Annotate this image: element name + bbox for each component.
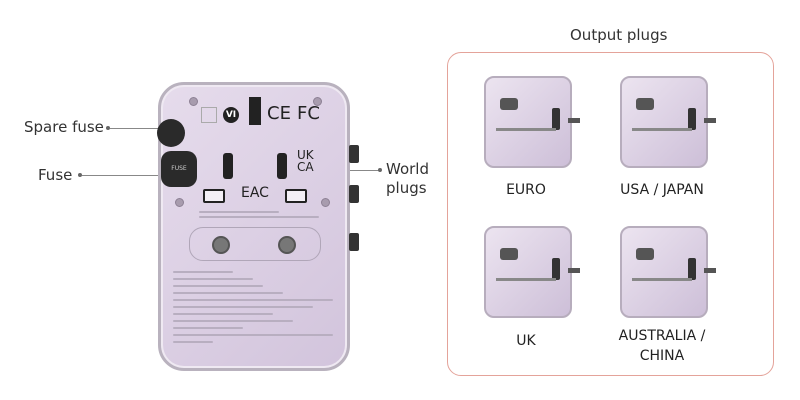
socket-hole — [278, 236, 296, 254]
output-plugs-panel — [447, 52, 774, 376]
plug-image-uk — [484, 226, 580, 318]
fcc-mark: FC — [297, 103, 320, 124]
spare-fuse-icon — [157, 119, 185, 147]
usb-a-port — [285, 189, 307, 203]
screw — [189, 97, 198, 106]
screw — [313, 97, 322, 106]
ukca-mark-top: UK — [297, 148, 314, 162]
plug-pin — [223, 153, 233, 179]
travel-adapter-back: VI CE FC FUSE UK CA EAC — [157, 82, 359, 371]
world-plugs-label: World plugs — [386, 160, 429, 197]
socket-hole — [212, 236, 230, 254]
manufacturer-text — [199, 216, 319, 218]
manufacturer-text — [199, 211, 279, 213]
world-plugs-dot — [378, 168, 382, 172]
usb-port — [249, 97, 261, 125]
spare-fuse-dot — [106, 126, 110, 130]
fuse-dot — [78, 173, 82, 177]
fuse-label: Fuse — [38, 166, 73, 184]
world-plug-slider[interactable] — [349, 185, 359, 203]
efficiency-vi-icon: VI — [223, 107, 239, 123]
plug-label-australia-china: AUSTRALIA / CHINA — [618, 328, 706, 364]
fuse-leader — [82, 175, 168, 176]
plug-label-uk: UK — [516, 333, 536, 349]
screw — [321, 198, 330, 207]
world-plug-slider[interactable] — [349, 145, 359, 163]
plug-image-australia-china — [620, 226, 716, 318]
eac-mark: EAC — [241, 185, 269, 201]
plug-image-usa-japan — [620, 76, 716, 168]
usb-a-port — [203, 189, 225, 203]
euro-socket — [189, 227, 321, 261]
spare-fuse-label: Spare fuse — [24, 118, 104, 136]
plug-pin — [277, 153, 287, 179]
plug-label-usa-japan: USA / JAPAN — [620, 182, 704, 198]
double-insulation-icon — [201, 107, 217, 123]
ce-mark: CE — [267, 103, 291, 124]
world-plug-slider[interactable] — [349, 233, 359, 251]
ukca-mark-bottom: CA — [297, 160, 314, 174]
output-plugs-title: Output plugs — [570, 26, 668, 44]
plug-label-euro: EURO — [506, 182, 546, 198]
fuse-holder[interactable]: FUSE — [161, 151, 197, 187]
spare-fuse-leader — [110, 128, 168, 129]
screw — [175, 198, 184, 207]
plug-image-euro — [484, 76, 580, 168]
